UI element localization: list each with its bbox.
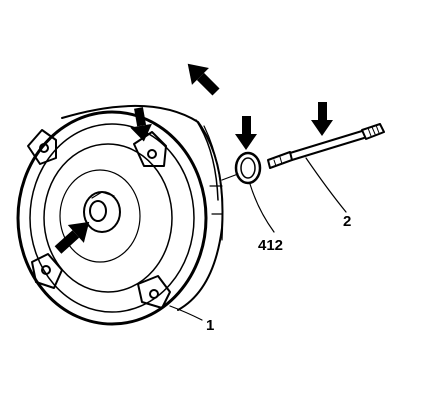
leader-converter xyxy=(169,305,203,321)
mounting-lug-top-right xyxy=(133,131,167,167)
converter-rear-shell xyxy=(61,104,224,311)
mounting-lug-bottom-left xyxy=(31,253,63,289)
mounting-lug-bottom-right xyxy=(137,275,171,309)
arrow-icon xyxy=(235,116,257,150)
hub-pilot xyxy=(89,200,107,222)
leader-oring xyxy=(249,183,275,233)
leader-lines xyxy=(169,157,347,321)
arrow-icon xyxy=(130,107,152,142)
callout-o-ring: 412 xyxy=(258,237,283,254)
turbine-shaft xyxy=(267,123,385,169)
mounting-lug-top-left xyxy=(27,129,57,165)
callout-shaft: 2 xyxy=(343,213,351,230)
arrow-icon xyxy=(311,102,333,136)
leader-shaft xyxy=(305,157,347,213)
arrow-icon xyxy=(187,63,220,96)
callout-converter: 1 xyxy=(206,317,214,334)
converter-front-face xyxy=(16,110,208,326)
o-ring-seal xyxy=(234,151,262,185)
centerline xyxy=(221,173,239,181)
arrow-icon xyxy=(54,221,90,254)
